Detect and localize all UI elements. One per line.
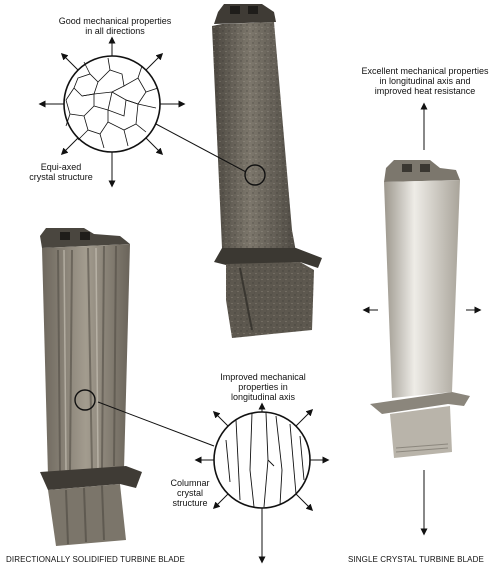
equiaxed-zoom-spot xyxy=(244,164,266,186)
equiaxed-leader xyxy=(155,123,247,173)
sc-blade-caption: SINGLE CRYSTAL TURBINE BLADE xyxy=(348,555,484,564)
equiaxed-properties-label: Good mechanical properties in all direct… xyxy=(50,16,180,36)
columnar-properties-label: Improved mechanical properties in longit… xyxy=(208,372,318,402)
columnar-structure-line-2: crystal xyxy=(176,488,203,498)
equiaxed-circle xyxy=(38,36,266,188)
columnar-grains xyxy=(225,412,305,508)
columnar-structure-line-3: structure xyxy=(172,498,208,508)
equiaxed-grains xyxy=(65,57,159,149)
single-crystal-properties-line-2: in longitudinal axis and xyxy=(379,76,471,86)
single-crystal-arrows xyxy=(362,102,482,536)
columnar-leader xyxy=(97,401,215,447)
equiaxed-arrows xyxy=(38,36,186,188)
columnar-zoom-spot xyxy=(74,389,96,411)
columnar-properties-line-1: Improved mechanical xyxy=(220,372,306,382)
equiaxed-properties-line-1: Good mechanical properties xyxy=(58,16,172,26)
columnar-properties-line-3: longitudinal axis xyxy=(230,392,296,402)
columnar-circle xyxy=(74,389,330,564)
ds-blade xyxy=(40,228,142,546)
columnar-properties-line-2: properties in xyxy=(238,382,288,392)
columnar-structure-label: Columnar crystal structure xyxy=(160,478,220,508)
equiaxed-structure-line-1: Equi-axed xyxy=(40,162,82,172)
sc-blade xyxy=(370,160,470,458)
single-crystal-properties-label: Excellent mechanical properties in longi… xyxy=(350,66,500,96)
ds-blade-caption: DIRECTIONALLY SOLIDIFIED TURBINE BLADE xyxy=(6,555,185,564)
single-crystal-properties-line-1: Excellent mechanical properties xyxy=(361,66,489,76)
equiaxed-properties-line-2: in all directions xyxy=(85,26,145,36)
equiaxed-structure-line-2: crystal structure xyxy=(29,172,93,182)
equiaxed-structure-label: Equi-axed crystal structure xyxy=(16,162,106,182)
columnar-structure-line-1: Columnar xyxy=(170,478,210,488)
single-crystal-properties-line-3: improved heat resistance xyxy=(374,86,476,96)
equiaxed-blade xyxy=(212,4,322,338)
